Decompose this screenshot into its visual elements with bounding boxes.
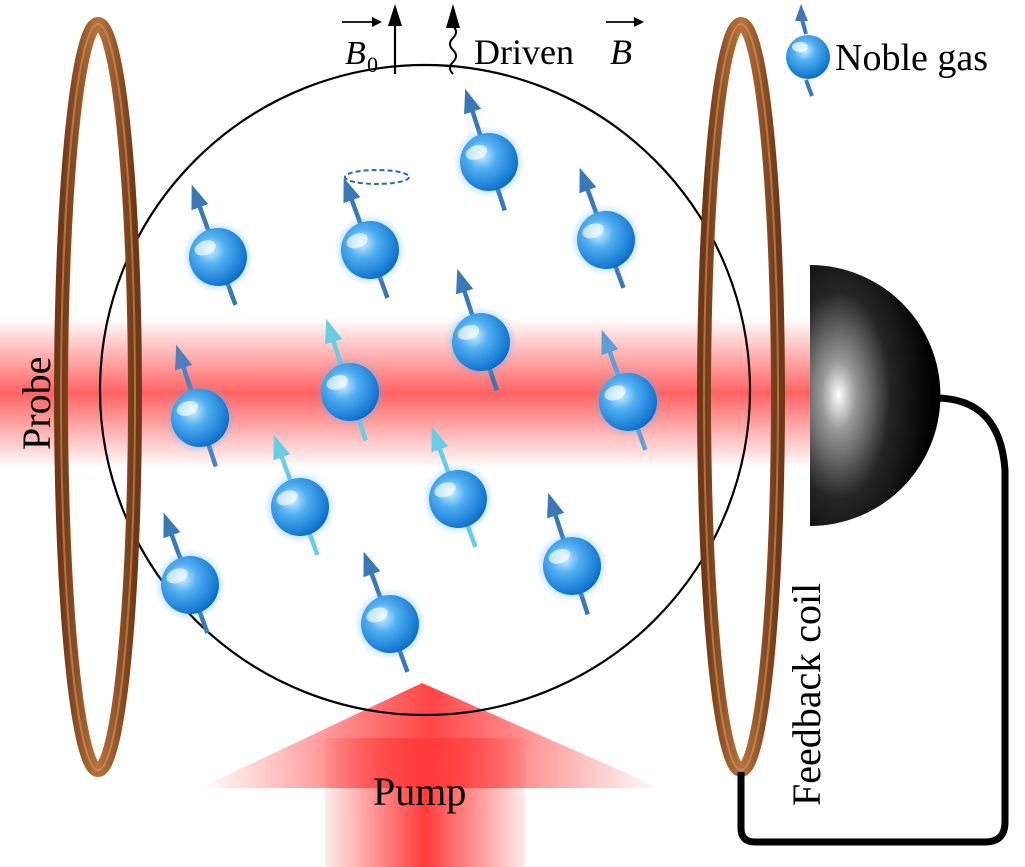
- spin-atom-icon: [570, 167, 642, 289]
- spin-atom-icon: [445, 268, 517, 392]
- spin-atom-icon: [314, 318, 386, 442]
- spin-atom-icon: [536, 492, 608, 616]
- spin-atom-icon: [164, 344, 236, 468]
- b0-field-arrow-icon: [388, 4, 402, 74]
- svg-text:B: B: [610, 32, 632, 72]
- driven-field-arrow-icon: [446, 4, 460, 75]
- legend-atom-icon: [786, 4, 830, 97]
- probe-label: Probe: [14, 357, 59, 450]
- svg-text:0: 0: [367, 52, 378, 77]
- driven-field-label: Driven B: [474, 17, 644, 72]
- spin-atom-icon: [154, 512, 226, 634]
- driven-vector-arrow-icon: [606, 17, 644, 27]
- feedback-coil-label: Feedback coil: [784, 583, 829, 806]
- spin-atom-icon: [354, 551, 426, 673]
- legend: Noble gas: [786, 4, 988, 97]
- spin-atom-icon: [422, 426, 494, 548]
- feedback-coil-icon: [697, 17, 785, 777]
- vapor-cell: [98, 63, 752, 717]
- b0-vector-arrow-icon: [342, 17, 382, 27]
- spin-atom-icon: [334, 177, 406, 299]
- pump-beam: [200, 683, 660, 867]
- pump-label: Pump: [373, 769, 466, 814]
- b0-label: B 0: [342, 17, 382, 77]
- photodetector-icon: [810, 265, 941, 526]
- svg-text:Driven: Driven: [474, 32, 574, 72]
- atoms: [154, 88, 664, 673]
- svg-text:B: B: [345, 35, 366, 72]
- spin-atom-icon: [182, 184, 254, 306]
- spin-atom-icon: [264, 434, 336, 556]
- legend-label: Noble gas: [835, 37, 988, 79]
- feedback-wire: [737, 394, 1009, 846]
- precession-ring-icon: [344, 169, 410, 185]
- left-coil-icon: [54, 17, 142, 777]
- spin-atom-icon: [453, 88, 525, 212]
- spin-atom-icon: [592, 329, 664, 451]
